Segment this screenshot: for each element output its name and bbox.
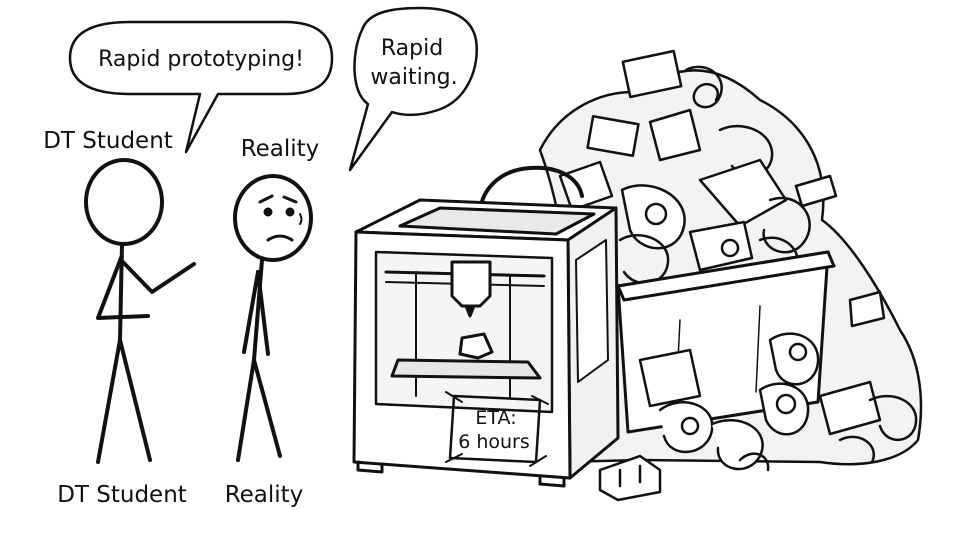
eta-value: 6 hours xyxy=(458,431,530,453)
3d-printer xyxy=(352,165,620,488)
stick-figure-student xyxy=(84,158,196,464)
stick-figure-reality xyxy=(233,174,313,462)
foreground-scraps xyxy=(598,290,918,502)
eta-label: ETA: xyxy=(475,407,516,429)
bubble-reality-line2: waiting. xyxy=(370,65,457,90)
eta-note: ETA: 6 hours xyxy=(445,391,549,467)
bubble-reality-line1: Rapid xyxy=(381,36,443,61)
label-reality-top: Reality xyxy=(241,136,320,162)
label-student-top: DT Student xyxy=(43,128,173,154)
speech-bubble-reality: Rapid waiting. xyxy=(348,6,478,172)
bubble-student-text: Rapid prototyping! xyxy=(98,47,304,72)
label-student-bottom: DT Student xyxy=(57,482,187,508)
label-reality-bottom: Reality xyxy=(225,482,304,508)
reality-face xyxy=(258,194,303,242)
speech-bubble-student: Rapid prototyping! xyxy=(68,20,334,154)
